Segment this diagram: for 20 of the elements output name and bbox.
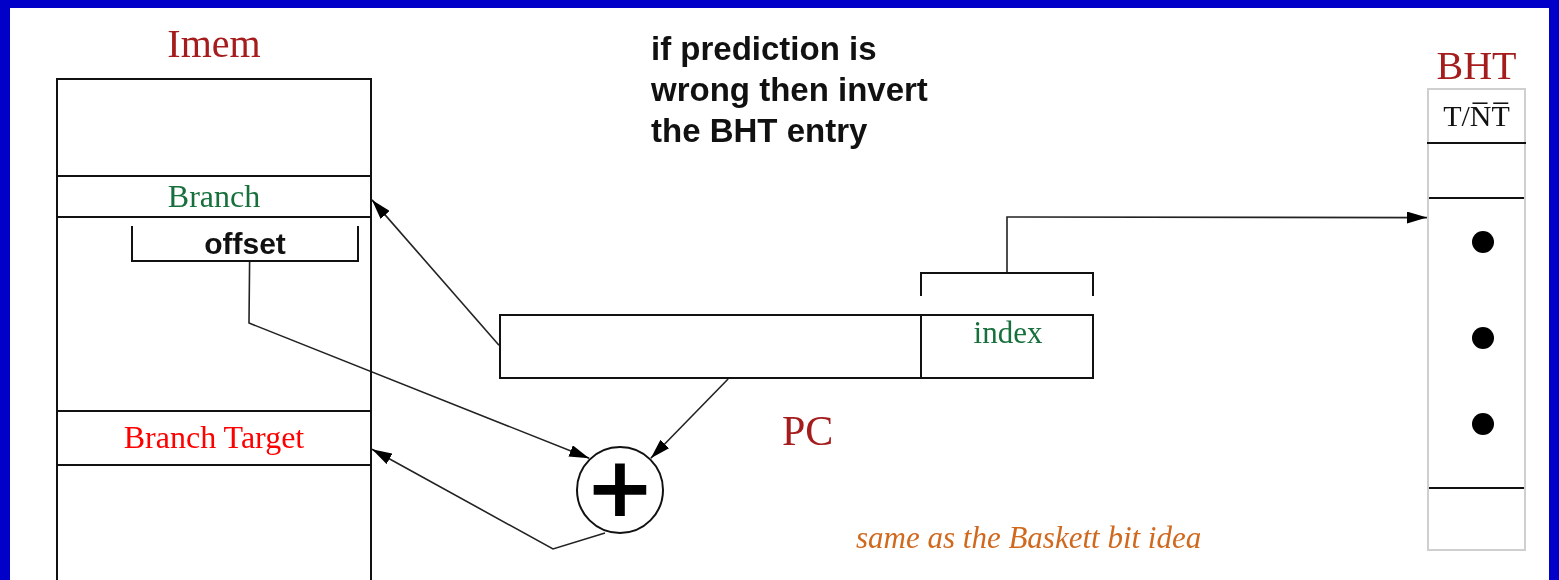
arrow	[650, 378, 729, 460]
memory-row	[56, 410, 372, 466]
plus-sign: +	[584, 445, 656, 529]
column-header: T/N̅T̅	[1443, 98, 1510, 132]
block-title: Imem	[167, 22, 261, 66]
row-label: Branch Target	[123, 420, 305, 456]
register-label: PC	[782, 408, 834, 455]
field-bracket	[131, 226, 359, 262]
remark-text: same as the Baskett bit idea	[856, 520, 1202, 556]
field-label: index	[973, 316, 1043, 351]
arrow	[371, 448, 606, 550]
block-title: BHT	[1436, 44, 1517, 88]
note-text: if prediction is wrong then invert the BHT entry	[651, 29, 929, 151]
field-bracket	[920, 272, 1094, 296]
arrow	[1006, 211, 1428, 273]
memory-row	[56, 175, 372, 218]
row-label: Branch	[167, 178, 261, 215]
field-label: offset	[204, 229, 286, 259]
arrow	[248, 261, 590, 460]
arrow	[371, 199, 500, 346]
